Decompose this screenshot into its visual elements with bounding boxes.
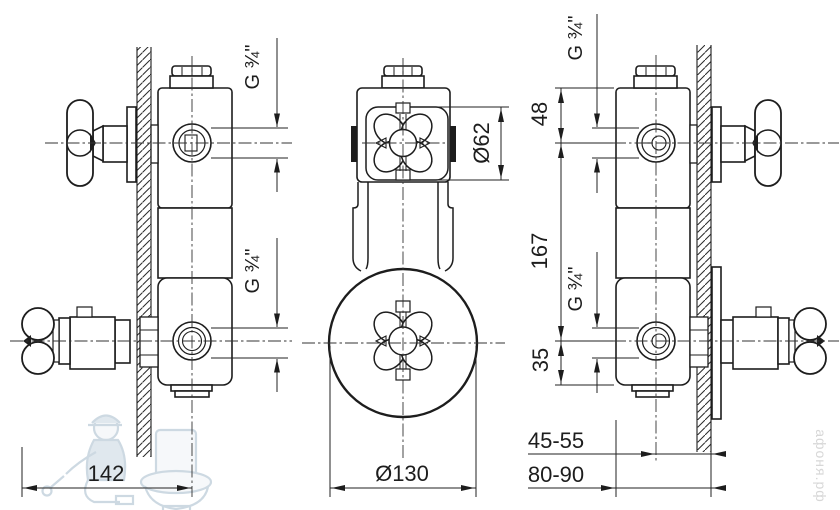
dim-45-55-label: 45-55 [528, 428, 584, 453]
thread-label-upper-right: G ¾" [565, 16, 587, 61]
right-side-view [615, 45, 827, 452]
thread-label-lower-left: G ¾" [242, 249, 264, 294]
wall-hatch-left [136, 47, 152, 457]
top-port-left [169, 65, 214, 89]
brand-watermark-text: афоня.рф [813, 429, 829, 503]
dimension-45-55 [528, 451, 726, 497]
dim-35-label: 35 [528, 348, 553, 372]
dimension-annotations [21, 14, 726, 497]
dimension-142 [21, 447, 192, 497]
plumber-watermark [41, 414, 213, 510]
dim-167-label: 167 [527, 233, 552, 270]
thread-label-upper-left: G ¾" [242, 45, 264, 90]
bottom-port-left [170, 384, 213, 398]
upper-handle-left [66, 99, 159, 187]
centerlines [10, 55, 839, 497]
dimension-chain-right [555, 87, 614, 386]
dim-48-label: 48 [527, 102, 552, 126]
dimension-thread-upper-left [211, 38, 288, 192]
left-side-view [21, 47, 233, 457]
wall-hatch-right [696, 45, 712, 452]
dimension-d62 [437, 106, 509, 181]
dim-142-label: 142 [88, 461, 125, 486]
dimension-labels: G ¾" G ¾" G ¾" G ¾" Ø62 48 167 35 142 Ø1… [88, 16, 587, 487]
dimension-thread-upper-right [592, 14, 639, 193]
dimension-thread-lower-right [592, 252, 639, 393]
front-neck [352, 182, 454, 272]
dimension-thread-lower-left [211, 238, 288, 392]
thread-label-lower-right: G ¾" [565, 267, 587, 312]
d130-label: Ø130 [375, 461, 429, 486]
d62-label: Ø62 [469, 122, 494, 164]
dim-80-90-label: 80-90 [528, 462, 584, 487]
dimension-d130 [329, 346, 477, 497]
dimension-80-90 [528, 420, 726, 497]
lower-handle-right [689, 266, 827, 420]
top-port-right [633, 65, 678, 89]
bottom-port-right [631, 384, 674, 398]
